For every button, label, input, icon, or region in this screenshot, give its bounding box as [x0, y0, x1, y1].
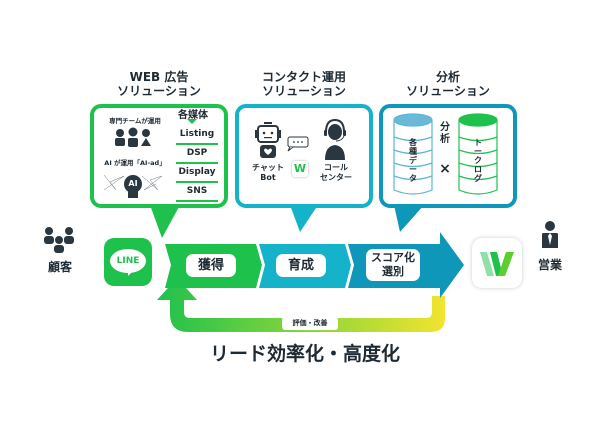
ai-badge: AI — [128, 179, 138, 188]
customer-label: 顧客 — [47, 260, 72, 274]
step-acquire: 獲得 — [186, 254, 236, 277]
talk-log-cylinder-icon — [458, 113, 498, 195]
call-center-label-line: コール — [324, 163, 348, 172]
w-logo-icon — [480, 252, 514, 276]
talk-log-label: トークログ — [474, 138, 482, 183]
team-label: 専門チームが運用 — [109, 117, 161, 125]
headline: リード効率化・高度化 — [209, 343, 400, 365]
data-cylinder-icon — [393, 113, 433, 195]
team-icon — [115, 127, 151, 147]
title-line: 分析 — [435, 70, 460, 84]
title-line: ソリューション — [262, 84, 346, 98]
chatbot-label-line: Bot — [260, 173, 276, 182]
analysis-label: 分析 — [440, 122, 450, 145]
step-score-line: スコア化 — [371, 251, 415, 264]
cross-icon: × — [439, 161, 451, 177]
step-score-line: 選別 — [382, 265, 404, 278]
call-center-operator-icon — [324, 118, 346, 160]
ai-label: AI が運用「AI-ad」 — [104, 159, 166, 167]
feedback-label: 評価・改善 — [282, 317, 338, 330]
feedback-loop-arrow — [157, 278, 445, 332]
company-logo-small: W — [292, 161, 308, 177]
web-ad-solution-title: WEB 広告 ソリューション — [92, 70, 226, 98]
step-nurture: 育成 — [276, 254, 326, 277]
sales-person-icon — [542, 221, 558, 248]
data-label: 各種データ — [409, 138, 417, 183]
call-center-label-line: センター — [320, 173, 352, 182]
chatbot-label-line: チャット — [252, 163, 284, 172]
speech-bubble-icon — [287, 136, 309, 152]
ai-network-icon — [103, 174, 163, 191]
title-line: コンタクト運用 — [261, 70, 346, 84]
line-logo-text: LINE — [110, 249, 146, 273]
call-center-label: コール センター — [316, 163, 356, 183]
chatbot-robot-icon — [255, 122, 281, 158]
media-heading: 各媒体 — [178, 110, 208, 121]
contact-box-border — [235, 104, 373, 208]
media-item: Display — [176, 164, 218, 183]
title-line: ソリューション — [406, 84, 490, 98]
title-line: ソリューション — [117, 84, 201, 98]
step-score-select: スコア化 選別 — [366, 249, 420, 281]
company-app-icon — [472, 238, 522, 288]
contact-solution-title: コンタクト運用 ソリューション — [237, 70, 371, 98]
chatbot-label: チャット Bot — [246, 163, 290, 183]
line-app-icon: LINE — [104, 238, 152, 286]
ai-head-icon — [124, 175, 142, 193]
media-item: Listing — [176, 126, 218, 145]
media-item: DSP — [176, 145, 218, 164]
media-item: SNS — [176, 183, 218, 202]
line-bubble-tail — [128, 271, 133, 276]
media-list: Listing DSP Display SNS — [176, 126, 218, 202]
analysis-solution-title: 分析 ソリューション — [381, 70, 515, 98]
title-line: WEB 広告 — [129, 70, 189, 84]
sales-label: 営業 — [537, 258, 562, 272]
customers-icon — [44, 227, 74, 253]
